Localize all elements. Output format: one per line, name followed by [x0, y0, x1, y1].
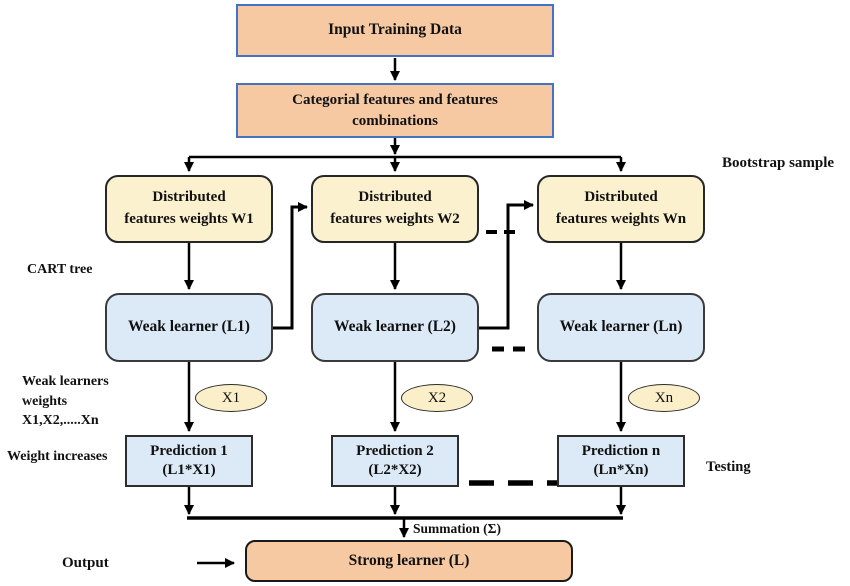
arrow-l1-to-w2: [273, 202, 308, 330]
node-weak-learner-1: Weak learner (L1): [105, 293, 273, 362]
node-prediction-2: Prediction 2 (L2*X2): [331, 435, 459, 487]
label-weight-increases: Weight increases: [7, 449, 108, 464]
node-weights-w1: Distributed features weights W1: [105, 175, 273, 243]
node-weak-learner-n: Weak learner (Ln): [537, 293, 705, 362]
label-summation: Summation (Σ): [413, 521, 501, 536]
node-prediction-1: Prediction 1 (L1*X1): [125, 435, 253, 487]
node-prediction-n: Prediction n (Ln*Xn): [557, 435, 685, 487]
node-weights-wn: Distributed features weights Wn: [537, 175, 705, 243]
node-categorial-features: Categorial features and features combina…: [236, 83, 554, 138]
node-strong-learner: Strong learner (L): [245, 540, 573, 582]
node-weight-xn: Xn: [628, 384, 700, 412]
label-bootstrap-sample: Bootstrap sample: [722, 155, 835, 171]
label-weak-learners-weights: Weak learners weights X1,X2,.....Xn: [22, 374, 109, 429]
label-testing: Testing: [706, 459, 751, 475]
node-weights-w2: Distributed features weights W2: [311, 175, 479, 243]
node-input-training-data: Input Training Data: [236, 4, 554, 57]
arrow-l2-to-wn: [479, 200, 534, 330]
node-weight-x1: X1: [195, 384, 267, 412]
node-weight-x2: X2: [401, 384, 473, 412]
label-output: Output: [62, 555, 109, 571]
label-cart-tree: CART tree: [27, 262, 93, 277]
node-weak-learner-2: Weak learner (L2): [311, 293, 479, 362]
